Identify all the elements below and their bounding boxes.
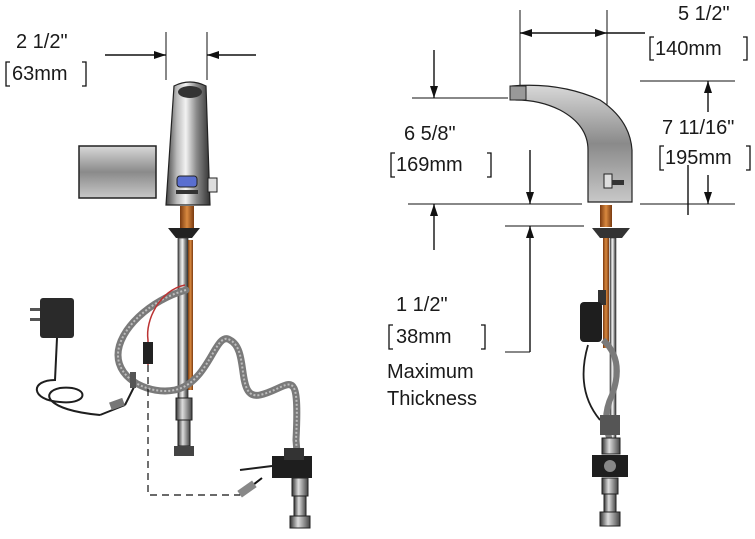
front-view: 2 1/2" 63mm [5, 31, 312, 529]
reach-dimension: 5 1/2" 140mm [519, 3, 748, 140]
spout-height-metric: 169mm [396, 154, 463, 176]
control-box [78, 145, 157, 199]
reach-metric: 140mm [655, 38, 722, 60]
supply-lines-side [580, 205, 630, 527]
width-imperial: 2 1/2" [16, 31, 68, 53]
faucet-body-side [509, 84, 633, 203]
deck-thickness-metric: 38mm [396, 326, 452, 348]
overall-height-imperial: 7 11/16" [662, 117, 734, 139]
deck-thickness-imperial: 1 1/2" [396, 294, 448, 316]
width-metric: 63mm [12, 63, 68, 85]
side-view: 5 1/2" 140mm 6 5/8" 169mm [387, 3, 751, 527]
spout-height-imperial: 6 5/8" [404, 123, 456, 145]
power-cable [146, 284, 186, 365]
overall-height-metric: 195mm [665, 147, 732, 169]
width-dimension: 2 1/2" 63mm [5, 31, 256, 87]
sensor-window-icon [176, 175, 198, 188]
overall-height-dimension: 7 11/16" 195mm [659, 81, 751, 215]
deck-thickness-note-1: Maximum [387, 361, 474, 383]
deck-thickness-dimension: 1 1/2" 38mm Maximum Thickness [387, 150, 534, 410]
power-adapter [30, 298, 136, 416]
flex-hose [114, 286, 302, 469]
reach-imperial: 5 1/2" [678, 3, 730, 25]
supply-lines-front [168, 206, 200, 456]
deck-thickness-note-2: Thickness [387, 388, 477, 410]
solenoid-valve-front [239, 448, 312, 529]
faucet-body-front [165, 81, 218, 206]
spout-height-dimension: 6 5/8" 169mm [390, 50, 492, 250]
